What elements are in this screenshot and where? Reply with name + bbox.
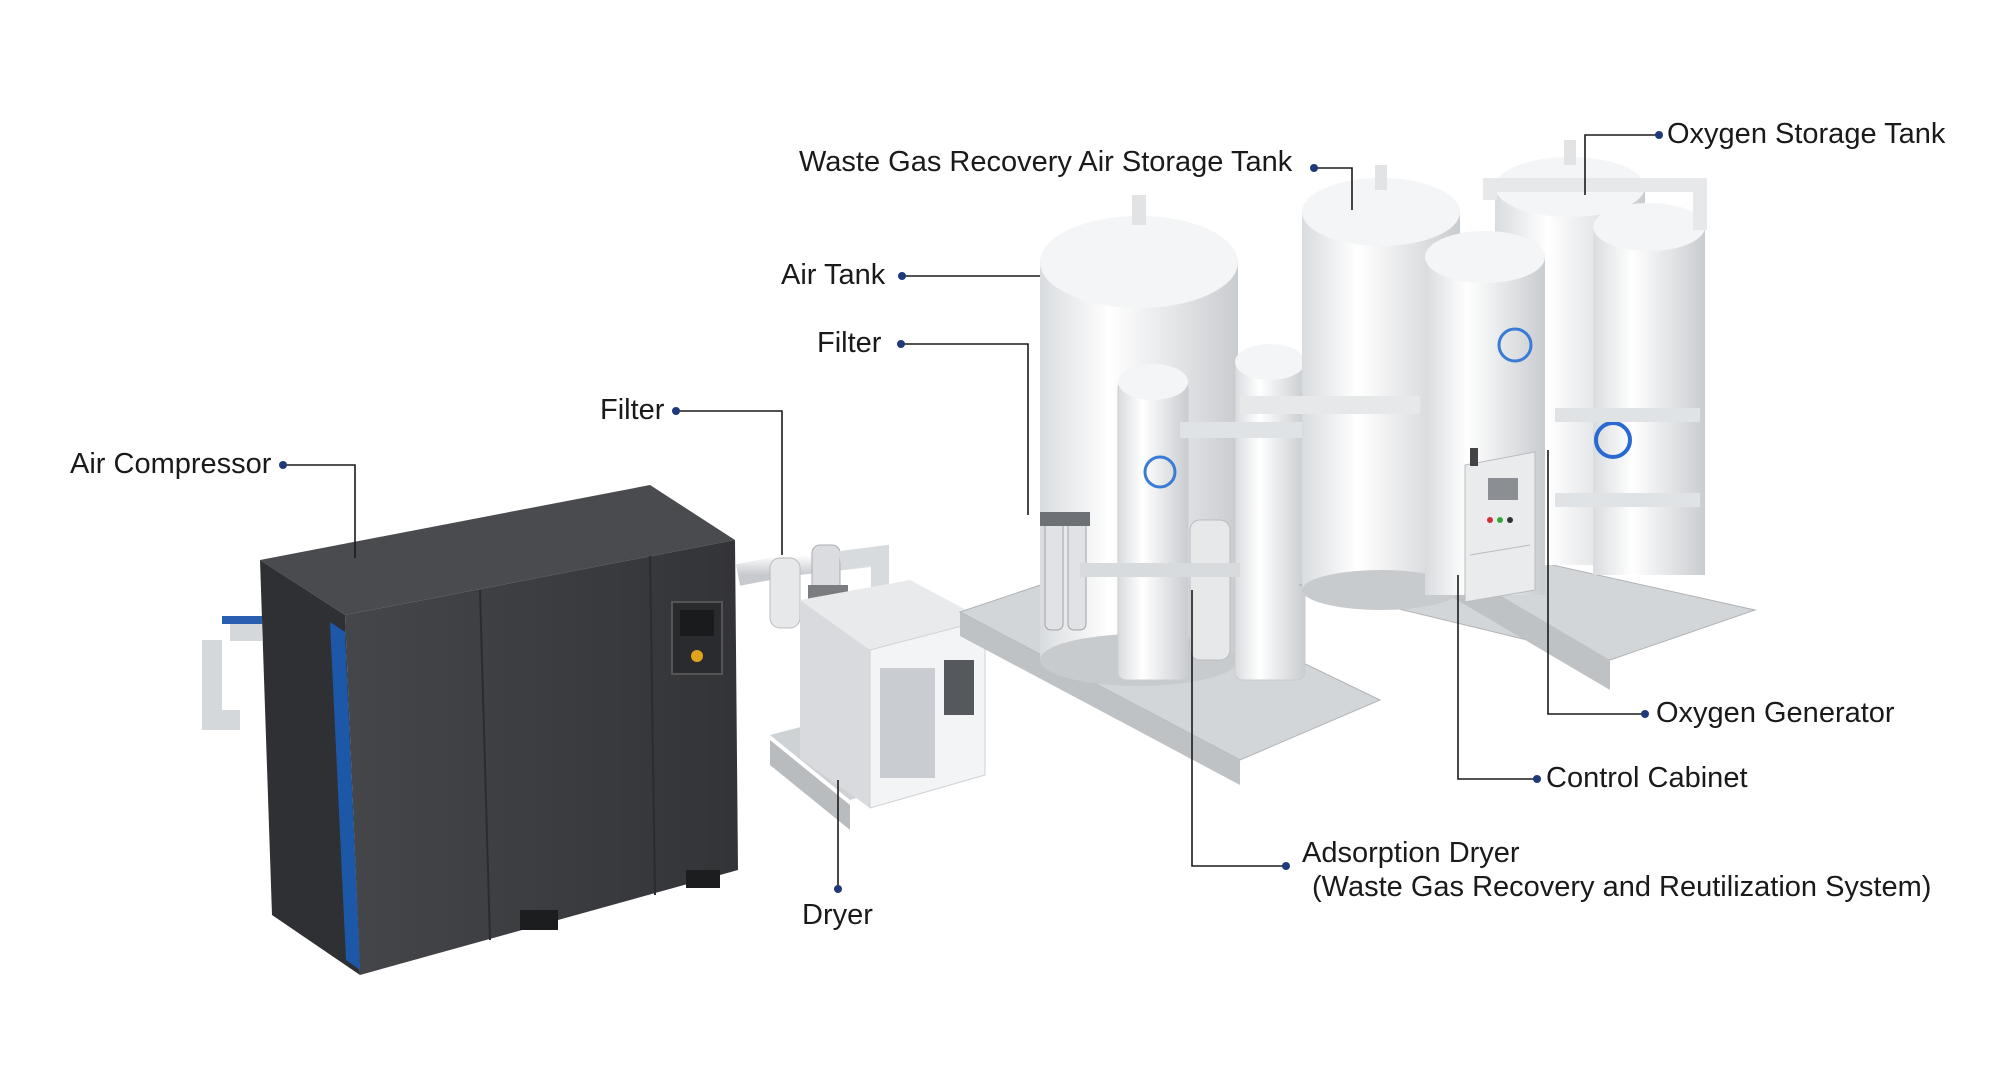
adsorption-dryer-towers bbox=[1080, 344, 1338, 681]
label-filter-lower: Filter bbox=[600, 394, 665, 426]
brand-logo-icon bbox=[1143, 455, 1177, 489]
dryer-vent-grille bbox=[880, 668, 935, 778]
compressor-inlet-pipe bbox=[202, 640, 240, 730]
leader-oxygen-storage-tank bbox=[1584, 134, 1661, 195]
label-air-tank: Air Tank bbox=[781, 259, 886, 291]
compressor-top bbox=[260, 485, 735, 615]
leader-control-cabinet bbox=[1457, 575, 1535, 780]
emergency-stop-icon bbox=[691, 650, 703, 662]
label-oxygen-generator: Oxygen Generator bbox=[1656, 697, 1895, 729]
leader-filter-upper bbox=[903, 343, 1029, 515]
control-cabinet bbox=[1464, 448, 1536, 603]
label-adsorption-dryer: Adsorption Dryer (Waste Gas Recovery and… bbox=[1302, 836, 1931, 904]
label-dryer: Dryer bbox=[802, 899, 873, 931]
label-adsorption-dryer-line1: Adsorption Dryer bbox=[1302, 837, 1520, 869]
label-control-cabinet: Control Cabinet bbox=[1546, 762, 1748, 794]
label-filter-upper: Filter bbox=[817, 327, 882, 359]
leader-lines bbox=[285, 134, 1661, 887]
blue-valve-handle bbox=[222, 616, 262, 624]
leader-waste-gas-tank bbox=[1312, 167, 1353, 210]
label-waste-gas-tank: Waste Gas Recovery Air Storage Tank bbox=[799, 146, 1293, 178]
leader-filter-lower bbox=[678, 410, 783, 555]
leader-air-compressor bbox=[285, 464, 356, 558]
leader-oxygen-generator bbox=[1547, 450, 1643, 715]
compressor-blue-stripe bbox=[330, 622, 360, 970]
valve-wheel-icon bbox=[1594, 421, 1632, 459]
dryer-control-panel bbox=[944, 660, 974, 715]
leader-dots bbox=[279, 131, 1663, 893]
label-air-compressor: Air Compressor bbox=[70, 448, 272, 480]
air-compressor bbox=[202, 485, 738, 975]
brand-logo-icon-2 bbox=[1497, 327, 1533, 363]
inline-filters bbox=[1040, 512, 1090, 631]
leader-adsorption-dryer bbox=[1191, 590, 1284, 867]
label-adsorption-dryer-line2: (Waste Gas Recovery and Reutilization Sy… bbox=[1312, 871, 1932, 903]
label-oxygen-storage-tank: Oxygen Storage Tank bbox=[1667, 118, 1946, 150]
refrigerated-dryer bbox=[770, 580, 986, 830]
cabinet-display bbox=[1488, 478, 1518, 500]
compressor-front bbox=[345, 540, 738, 975]
